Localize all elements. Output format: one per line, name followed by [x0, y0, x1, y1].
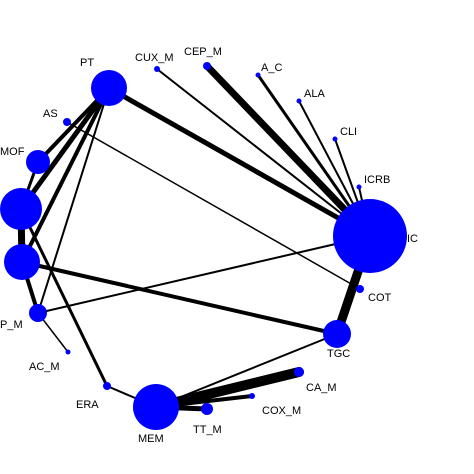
node-label-pt: PT [80, 57, 94, 69]
node-label-tt-m: TT_M [193, 424, 222, 436]
node-label-ca-m: CA_M [306, 382, 337, 394]
node-label-mof: MOF [0, 146, 25, 158]
edge-layer [17, 62, 375, 412]
node-label-cux-m: CUX_M [135, 52, 174, 64]
edge-pt-n2 [20, 86, 111, 264]
edge-p-m-ic [37, 235, 371, 314]
edge-cux-m-ic [156, 68, 371, 237]
edge-as-cot [66, 121, 361, 290]
node-label-cot: COT [368, 292, 392, 304]
node-layer [0, 62, 407, 430]
node-mem [133, 384, 179, 430]
node-label-era: ERA [76, 399, 99, 411]
node-label-cox-m: COX_M [262, 405, 301, 417]
label-layer: PT CUX_M CEP_M A_C ALA CLI ICRB IC COT TGC CA_M COX… [0, 46, 418, 445]
node-label-cli: CLI [340, 126, 357, 138]
node-cep-m [203, 62, 211, 70]
node-ca-m [294, 367, 304, 377]
node-label-p-m: P_M [0, 319, 23, 331]
node-n2 [4, 244, 40, 280]
node-label-tgc: TGC [327, 348, 350, 360]
node-cli [332, 136, 338, 142]
node-p-m [29, 304, 47, 322]
edge-pt-n1 [18, 85, 112, 212]
node-label-icrb: ICRB [364, 174, 390, 186]
node-era [103, 382, 111, 390]
node-label-as: AS [43, 108, 58, 120]
edge-pt-ic [106, 85, 373, 239]
node-label-ac-m: AC_M [29, 361, 60, 373]
edge-pt-p-m [37, 87, 110, 314]
node-a-c [255, 72, 261, 78]
node-cot [356, 285, 364, 293]
node-label-ala: ALA [304, 88, 325, 100]
node-label-mem: MEM [138, 433, 164, 445]
node-tgc [323, 320, 351, 348]
node-cux-m [154, 66, 160, 72]
edge-n1-era [19, 207, 109, 388]
edge-cep-m-ic [203, 62, 374, 240]
node-pt [91, 70, 127, 106]
node-ac-m [65, 349, 71, 355]
edge-mem-ca-m [151, 367, 304, 412]
node-mof [26, 150, 50, 174]
node-ala [296, 98, 302, 104]
node-tt-m [201, 403, 213, 415]
node-label-cep-m: CEP_M [184, 46, 222, 58]
node-as [63, 118, 71, 126]
node-icrb [356, 184, 362, 190]
node-label-ic: IC [407, 233, 418, 245]
edge-n2-tgc [20, 260, 339, 336]
node-label-a-c: A_C [261, 62, 282, 74]
node-cox-m [249, 393, 255, 399]
node-n1 [0, 188, 42, 230]
node-ic [333, 199, 407, 273]
